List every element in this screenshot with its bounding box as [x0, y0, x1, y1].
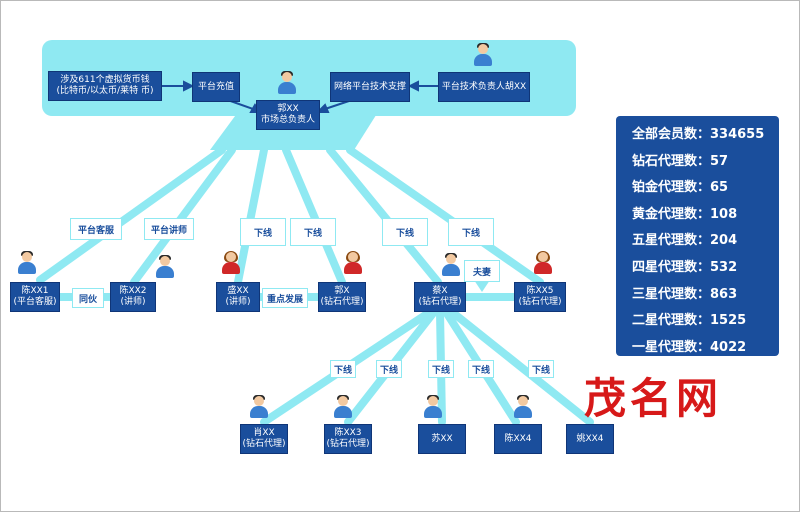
xiao-avatar — [250, 395, 268, 418]
yao-name: 姚XX4 — [576, 433, 604, 444]
chen1-node: 陈XX1 (平台客服) — [10, 282, 60, 312]
xiao-role: (钻石代理) — [242, 439, 286, 449]
label-down-4: 下线 — [448, 218, 494, 246]
chen5-name: 陈XX5 — [526, 286, 554, 296]
label-down-1: 下线 — [240, 218, 286, 246]
arrowhead-recharge — [183, 80, 195, 92]
recharge-label: 平台充值 — [197, 81, 234, 92]
stat-total-members: 全部会员数：334655 — [632, 127, 765, 142]
tech-head-avatar — [474, 43, 492, 66]
crypto-wallet-node: 涉及611个虚拟货币钱 (比特币/以太币/莱特 币) — [48, 71, 162, 101]
su-name: 苏XX — [431, 433, 453, 444]
tech-head-label: 平台技术负责人胡XX — [441, 81, 527, 92]
sheng-node: 盛XX (讲师) — [216, 282, 260, 312]
sheng-role: (讲师) — [225, 297, 251, 307]
cai-name: 蔡X — [432, 286, 448, 296]
label-down-3: 下线 — [382, 218, 428, 246]
arrowhead-chief-right — [315, 103, 330, 113]
label-focus: 重点发展 — [262, 288, 308, 308]
cai-role: (钻石代理) — [418, 297, 462, 307]
crypto-wallet-line2: (比特币/以太币/莱特 币) — [56, 86, 154, 96]
arrowhead-network — [407, 80, 419, 92]
stat-platinum-agents: 铂金代理数：65 — [632, 180, 729, 196]
chen3-role: (钻石代理) — [326, 439, 370, 449]
guo-avatar — [344, 251, 362, 274]
network-support-node: 网络平台技术支撑 — [330, 72, 410, 102]
label-down-7: 下线 — [428, 360, 454, 378]
chen3-avatar — [334, 395, 352, 418]
su-node: 苏XX — [418, 424, 466, 454]
chen1-name: 陈XX1 — [21, 286, 49, 296]
chief-node: 郭XX 市场总负责人 — [256, 100, 320, 130]
stat-two-star-agents: 二星代理数：1525 — [632, 313, 747, 329]
label-down-5: 下线 — [330, 360, 356, 378]
member-stats-panel: 全部会员数：334655 钻石代理数：57 铂金代理数：65 黄金代理数：108… — [616, 116, 779, 356]
chen4-avatar — [514, 395, 532, 418]
chen2-role: (讲师) — [120, 297, 146, 307]
wire-to-yao — [448, 308, 594, 426]
chen1-avatar — [18, 251, 36, 274]
sheng-avatar — [222, 251, 240, 274]
cai-avatar — [442, 253, 460, 276]
network-support-label: 网络平台技术支撑 — [333, 81, 406, 92]
chen4-node: 陈XX4 — [494, 424, 542, 454]
chief-role: 市场总负责人 — [260, 115, 315, 125]
top-funnel — [210, 112, 378, 150]
label-down-9: 下线 — [528, 360, 554, 378]
label-lecturer: 平台讲师 — [144, 218, 194, 240]
recharge-node: 平台充值 — [192, 72, 240, 102]
chen3-name: 陈XX3 — [334, 428, 362, 438]
label-partner: 同伙 — [72, 288, 104, 308]
chen2-name: 陈XX2 — [119, 286, 147, 296]
chen5-avatar — [534, 251, 552, 274]
label-service: 平台客服 — [70, 218, 122, 240]
cai-node: 蔡X (钻石代理) — [414, 282, 466, 312]
wire-to-chen1 — [36, 146, 226, 284]
label-spouse: 夫妻 — [464, 260, 500, 282]
chen5-role: (钻石代理) — [518, 297, 562, 307]
stat-four-star-agents: 四星代理数：532 — [632, 259, 738, 275]
crypto-wallet-line1: 涉及611个虚拟货币钱 — [60, 75, 150, 85]
brand-watermark: 茂名网 — [584, 374, 723, 423]
stat-three-star-agents: 三星代理数：863 — [632, 286, 738, 302]
label-down-6: 下线 — [376, 360, 402, 378]
wire-to-guo — [282, 146, 346, 286]
wire-to-cai — [326, 146, 442, 286]
chen2-node: 陈XX2 (讲师) — [110, 282, 156, 312]
wire-to-chen5 — [346, 146, 544, 286]
xiao-node: 肖XX (钻石代理) — [240, 424, 288, 454]
label-down-8: 下线 — [468, 360, 494, 378]
label-down-2: 下线 — [290, 218, 336, 246]
chen3-node: 陈XX3 (钻石代理) — [324, 424, 372, 454]
guo-name: 郭X — [334, 286, 350, 296]
chen1-role: (平台客服) — [13, 297, 57, 307]
chief-avatar — [278, 71, 296, 94]
sheng-name: 盛XX — [227, 286, 249, 296]
guo-node: 郭X (钻石代理) — [318, 282, 366, 312]
stat-gold-agents: 黄金代理数：108 — [632, 206, 738, 222]
su-avatar — [424, 395, 442, 418]
stat-five-star-agents: 五星代理数：204 — [632, 233, 738, 249]
tech-head-node: 平台技术负责人胡XX — [438, 72, 530, 102]
chen2-avatar — [156, 255, 174, 278]
guo-role: (钻石代理) — [320, 297, 364, 307]
xiao-name: 肖XX — [253, 428, 275, 438]
wire-to-sheng — [234, 146, 268, 286]
yao-node: 姚XX4 — [566, 424, 614, 454]
wire-to-chen2 — [130, 146, 236, 286]
chen5-node: 陈XX5 (钻石代理) — [514, 282, 566, 312]
stat-diamond-agents: 钻石代理数：57 — [632, 153, 729, 169]
chief-name: 郭XX — [277, 104, 299, 114]
chen4-name: 陈XX4 — [504, 433, 532, 444]
stat-one-star-agents: 一星代理数：4022 — [632, 339, 747, 355]
